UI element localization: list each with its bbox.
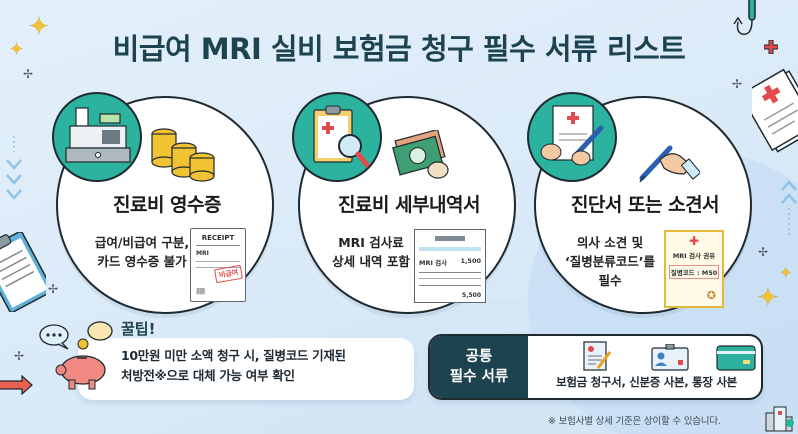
receipt-header: RECEIPT — [201, 234, 235, 242]
twinkle-icon: ✢ — [14, 349, 25, 363]
page-title: 비급여 MRI 실비 보험금 청구 필수 서류 리스트 — [112, 32, 686, 66]
desc-line: 급여/비급여 구분, — [94, 235, 190, 250]
desc-line: 상세 내역 포함 — [332, 254, 410, 269]
tip-box — [78, 338, 414, 400]
tip-line: 10만원 미만 소액 청구 시, 질병코드 기재된 — [121, 348, 346, 363]
disease-code: 질병코드 : M50 — [669, 265, 719, 279]
chevron-up-icon — [781, 180, 797, 238]
card-description: 의사 소견 및 ‘질병분류코드’를 필수 — [550, 233, 670, 290]
bill-line-item: MRI 검사 1,500 — [419, 257, 481, 267]
tip-text: 10만원 미만 소액 청구 시, 질병코드 기재된 처방전※으로 대체 가능 여… — [121, 346, 346, 386]
coin-stacks-icon — [151, 128, 215, 182]
hand-pen-icon — [639, 145, 700, 183]
clipboard-icon — [0, 232, 46, 312]
floating-documents-icon — [752, 68, 798, 153]
common-documents-label: 공통 필수 서류 — [430, 336, 528, 398]
medical-cross-icon: ✚ — [688, 234, 700, 248]
desc-line: 의사 소견 및 — [576, 235, 644, 250]
receipt-line: MRI — [196, 250, 209, 257]
tip-title: 꿀팁! — [121, 320, 156, 338]
bill-total: 5,500 — [462, 292, 481, 299]
twinkle-icon: ✢ — [758, 245, 769, 259]
common-documents-panel: 공통 필수 서류 보험금 청구서, 신분증 사본, 통장 사본 — [428, 334, 763, 400]
clipboard-magnifier-icon — [292, 92, 382, 182]
twinkle-icon: ✢ — [23, 67, 34, 81]
diagnosis-certificate: ✚ MRI 검사 권유 질병코드 : M50 ✪ — [664, 230, 724, 308]
item-amount: 1,500 — [460, 257, 481, 265]
tip-line: 처방전※으로 대체 가능 여부 확인 — [121, 368, 295, 383]
speech-bubble-icon — [39, 324, 69, 350]
piggy-bank-icon — [55, 338, 106, 390]
bankbook-icon — [716, 345, 756, 371]
money-bill-icon — [392, 130, 449, 179]
stethoscope-icon — [733, 0, 756, 35]
item-name: MRI 검사 — [419, 259, 448, 267]
common-documents-list: 보험금 청구서, 신분증 사본, 통장 사본 — [556, 375, 737, 389]
card-title: 진단서 또는 소견서 — [570, 194, 720, 216]
card-title: 진료비 세부내역서 — [338, 194, 480, 216]
itemized-bill-document: MRI 검사 1,500 5,500 — [414, 229, 486, 303]
cash-register-icon — [52, 92, 142, 182]
footnote: ※ 보험사별 상세 기준은 상이할 수 있습니다. — [548, 416, 721, 427]
desc-line: MRI 검사료 — [338, 235, 404, 250]
claim-form-icon — [583, 341, 612, 371]
certificate-header: MRI 검사 권유 — [672, 252, 716, 260]
signing-document-icon — [527, 92, 617, 182]
award-seal-icon: ✪ — [706, 289, 716, 302]
twinkle-icon: ✢ — [48, 282, 59, 296]
id-card-icon — [651, 344, 689, 371]
medical-cross-icon — [764, 40, 778, 54]
barcode: |||||||| — [196, 288, 205, 295]
desc-line: 필수 — [598, 273, 622, 288]
label-line: 필수 서류 — [449, 369, 509, 385]
receipt-document: RECEIPT MRI 비급여 |||||||| — [190, 228, 246, 302]
desc-line: 카드 영수증 불가 — [97, 254, 187, 269]
sparkle-icon: ✦ — [757, 283, 779, 313]
desc-line: ‘질병분류코드’를 — [565, 254, 655, 269]
hospital-building-icon — [765, 406, 794, 432]
label-line: 공통 — [465, 349, 493, 365]
card-description: 급여/비급여 구분, 카드 영수증 불가 — [72, 233, 212, 271]
sparkle-icon: ✦ — [9, 39, 25, 60]
thought-bubble-icon — [87, 321, 113, 341]
arrow-right-icon — [0, 375, 33, 395]
card-title: 진료비 영수증 — [113, 194, 222, 216]
card-description: MRI 검사료 상세 내역 포함 — [316, 233, 426, 271]
chevron-down-icon — [6, 136, 22, 200]
sparkle-icon: ✦ — [28, 12, 50, 42]
sparkle-icon: ✦ — [779, 263, 793, 282]
twinkle-icon: ✢ — [732, 77, 743, 91]
